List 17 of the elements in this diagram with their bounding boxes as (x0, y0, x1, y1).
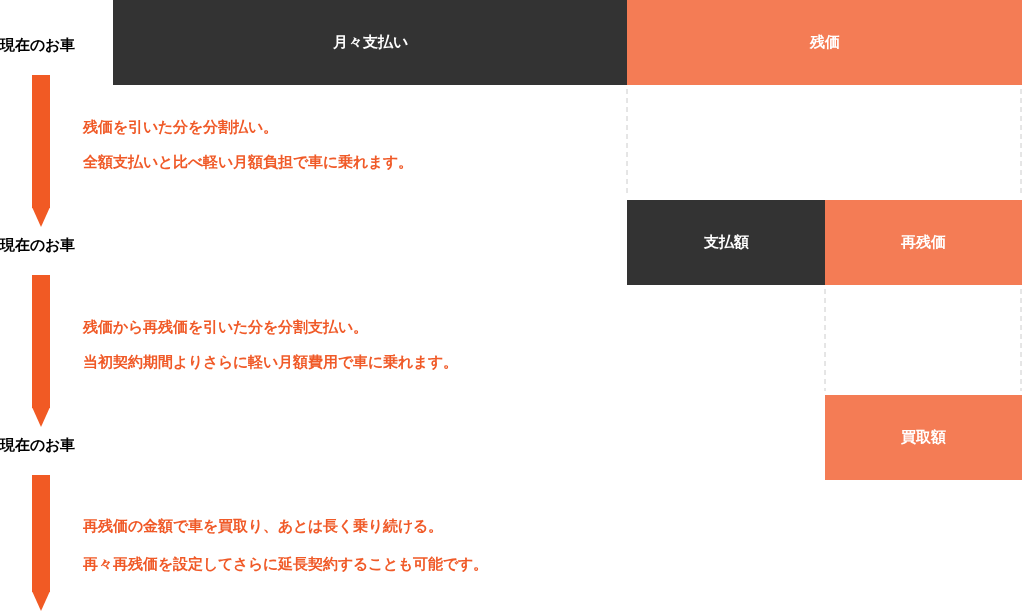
payment-bar: 支払額 (627, 200, 825, 285)
note-text: 残価から再残価を引いた分を分割支払い。 (83, 318, 368, 337)
row-label: 現在のお車 (0, 430, 110, 460)
value-bar: 残価 (627, 0, 1022, 85)
note-text: 再々再残価を設定してさらに延長契約することも可能です。 (83, 555, 488, 574)
value-bar: 再残価 (825, 200, 1022, 285)
row-label: 現在のお車 (0, 230, 110, 260)
note-text: 当初契約期間よりさらに軽い月額費用で車に乗れます。 (83, 353, 458, 372)
note-text: 再残価の金額で車を買取り、あとは長く乗り続ける。 (83, 517, 443, 536)
down-arrow (32, 75, 50, 227)
down-arrow (32, 275, 50, 427)
payment-bar: 月々支払い (113, 0, 627, 85)
note-text: 全額支払いと比べ軽い月額負担で車に乗れます。 (83, 153, 413, 172)
note-text: 残価を引いた分を分割払い。 (83, 118, 278, 137)
row-label: 現在のお車 (0, 30, 110, 60)
value-bar: 買取額 (825, 395, 1022, 480)
down-arrow (32, 475, 50, 611)
